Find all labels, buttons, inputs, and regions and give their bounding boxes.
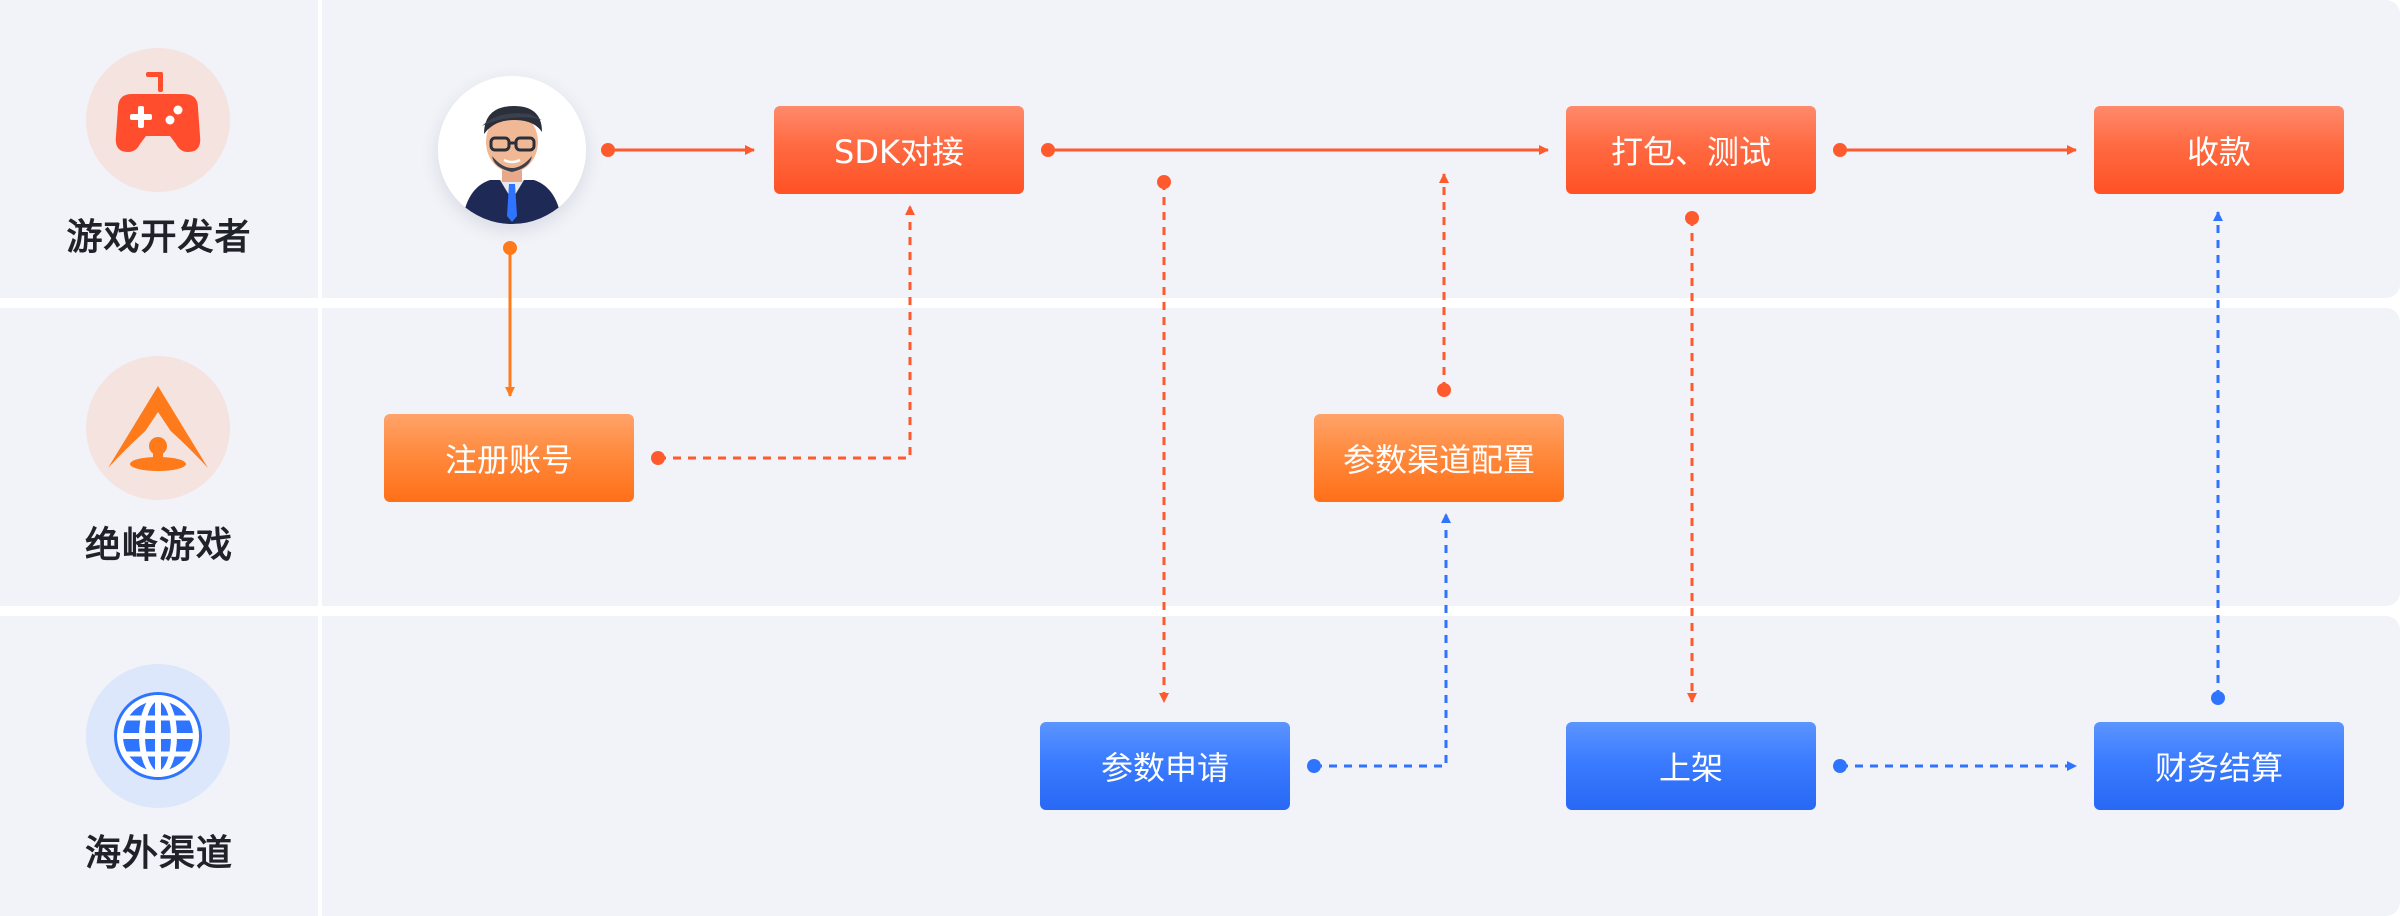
arrow-param-apply-to-config (1307, 513, 1451, 773)
lane-juefeng-label: 绝峰游戏 (84, 525, 233, 566)
node-param-config[interactable]: 参数渠道配置 (1314, 414, 1564, 502)
arrow-pack-to-payment (1833, 143, 2077, 157)
arrow-publish-to-settlement (1833, 759, 2077, 773)
lane-divider (318, 616, 322, 916)
lane-overseas: 海外渠道 (0, 616, 2400, 916)
lane-overseas-label: 海外渠道 (84, 833, 233, 874)
node-param-apply[interactable]: 参数申请 (1040, 722, 1290, 810)
globe-icon (86, 664, 230, 808)
developer-avatar (438, 76, 586, 224)
arrow-sdk-to-pack (1041, 143, 1549, 157)
node-register[interactable]: 注册账号 (384, 414, 634, 502)
arrow-avatar-to-sdk (601, 143, 755, 157)
node-pack-test[interactable]: 打包、测试 (1566, 106, 1816, 194)
arrow-pack-to-publish (1685, 211, 1699, 703)
arrow-param-config-to-main (1437, 173, 1451, 397)
lane-divider (318, 0, 322, 298)
arrow-sdk-to-param-apply (1157, 175, 1171, 703)
arrow-register-to-sdk (651, 205, 915, 465)
node-settlement[interactable]: 财务结算 (2094, 722, 2344, 810)
peak-logo-icon (86, 356, 230, 500)
node-sdk[interactable]: SDK对接 (774, 106, 1024, 194)
lane-divider (318, 308, 322, 606)
arrow-settlement-to-payment (2211, 211, 2225, 705)
arrow-avatar-to-register (503, 241, 517, 397)
lane-overseas-header: 海外渠道 (0, 616, 318, 916)
lane-developer-header: 游戏开发者 (0, 0, 318, 298)
lane-juefeng-header: 绝峰游戏 (0, 308, 318, 606)
gamepad-icon (86, 48, 230, 192)
node-publish[interactable]: 上架 (1566, 722, 1816, 810)
node-payment[interactable]: 收款 (2094, 106, 2344, 194)
lane-developer-label: 游戏开发者 (66, 217, 252, 258)
